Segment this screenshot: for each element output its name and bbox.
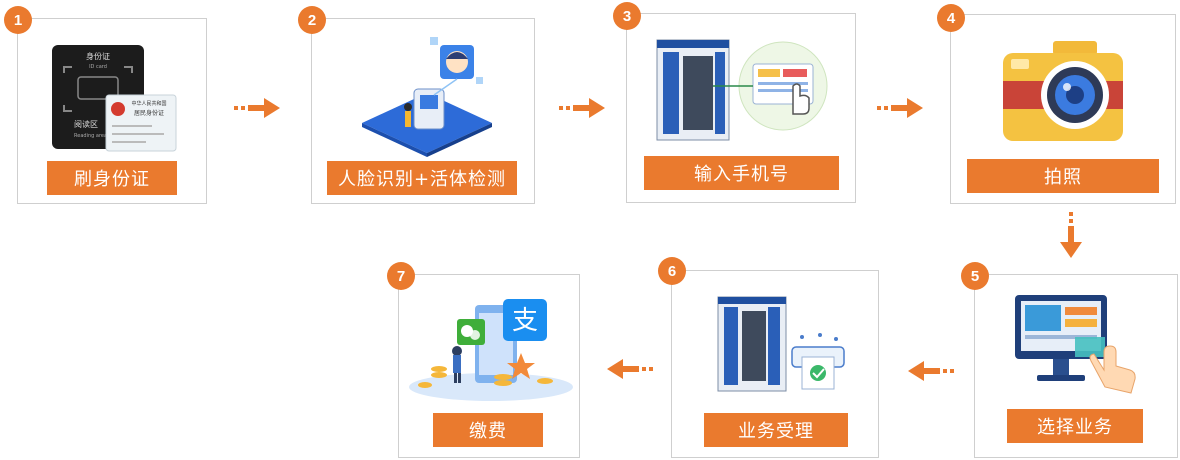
id-card-reader-icon: 身份证 ID card 阅读区 Reading area 中华人民共和国 居民身…	[50, 43, 178, 153]
step-label-6: 业务受理	[704, 413, 848, 447]
arrow-right-icon	[559, 98, 605, 118]
step-card-5: 选择业务	[974, 274, 1178, 458]
step-label-7: 缴费	[433, 413, 543, 447]
step-card-1: 身份证 ID card 阅读区 Reading area 中华人民共和国 居民身…	[17, 18, 207, 204]
reader-title: 身份证	[86, 51, 110, 61]
step-label-5: 选择业务	[1007, 409, 1143, 443]
step-label-2: 人脸识别+活体检测	[327, 161, 517, 195]
camera-icon	[1001, 39, 1125, 143]
step-number-4: 4	[937, 4, 965, 32]
step-card-2: 人脸识别+活体检测	[311, 18, 535, 204]
arrow-right-icon	[877, 98, 923, 118]
step-label-4: 拍照	[967, 159, 1159, 193]
arrow-left-icon	[908, 361, 954, 381]
step-card-7: 支 缴费	[398, 274, 580, 458]
step-card-4: 拍照	[950, 14, 1176, 204]
arrow-left-icon	[607, 359, 653, 379]
reader-zone: 阅读区	[74, 119, 98, 129]
step-label-1: 刷身份证	[47, 161, 177, 195]
select-service-monitor-icon	[1013, 291, 1147, 401]
step-label-3: 输入手机号	[644, 156, 839, 190]
step-card-3: 输入手机号	[626, 13, 856, 203]
service-kiosk-printer-icon	[716, 293, 846, 393]
arrow-down-icon	[1060, 212, 1082, 258]
step-number-6: 6	[658, 257, 686, 285]
reader-subtitle: ID card	[89, 64, 107, 70]
svg-text:支: 支	[512, 306, 538, 336]
phone-input-kiosk-icon	[653, 36, 833, 146]
mobile-payment-icon: 支	[405, 291, 577, 403]
step-card-6: 业务受理	[671, 270, 879, 458]
step-number-7: 7	[387, 262, 415, 290]
step-number-3: 3	[613, 2, 641, 30]
card-header: 中华人民共和国	[131, 100, 166, 107]
arrow-right-icon	[234, 98, 280, 118]
face-recognition-icon	[352, 33, 502, 157]
reader-zone-en: Reading area	[74, 133, 107, 139]
step-number-5: 5	[961, 262, 989, 290]
step-number-1: 1	[4, 6, 32, 34]
card-title: 居民身份证	[134, 109, 164, 117]
step-number-2: 2	[298, 6, 326, 34]
